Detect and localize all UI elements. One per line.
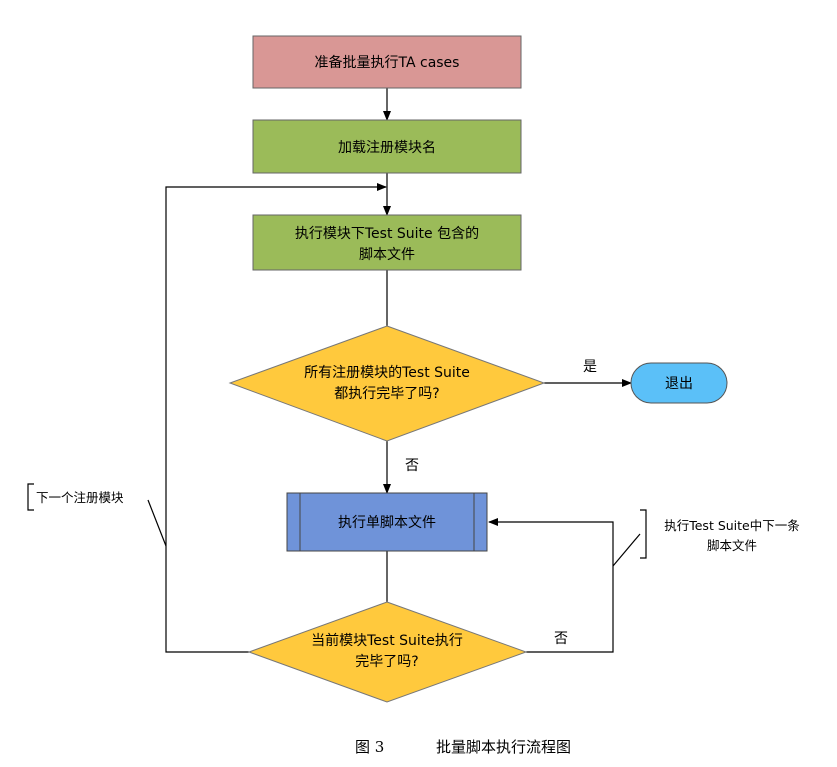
edge-loop-next-script bbox=[488, 518, 614, 653]
annotation-next-module: 下一个注册模块 bbox=[36, 490, 124, 505]
node-exit-label: 退出 bbox=[665, 376, 693, 392]
node-cur-done-label-1: 当前模块Test Suite执行 bbox=[311, 632, 463, 649]
node-exit bbox=[630, 362, 728, 404]
node-start bbox=[252, 35, 522, 89]
node-exec-suite-label-2: 脚本文件 bbox=[359, 247, 415, 263]
node-all-done-label-1: 所有注册模块的Test Suite bbox=[304, 365, 470, 381]
annotation-next-module-bracket bbox=[27, 483, 34, 511]
node-load-label: 加载注册模块名 bbox=[338, 140, 436, 156]
edge-loop-next-module bbox=[165, 183, 387, 653]
annotation-next-script-leader bbox=[612, 533, 641, 567]
edge-label-yes: 是 bbox=[583, 359, 597, 375]
node-exec-suite bbox=[252, 214, 522, 271]
annotation-next-script-2: 脚本文件 bbox=[707, 538, 757, 553]
node-cur-done-label-2: 完毕了吗? bbox=[355, 654, 418, 670]
figure-title: 批量脚本执行流程图 bbox=[436, 738, 571, 756]
annotation-next-module-leader bbox=[147, 499, 167, 547]
node-all-done-label-2: 都执行完毕了吗? bbox=[334, 386, 439, 402]
annotation-next-script-bracket bbox=[640, 509, 647, 559]
node-cur-done bbox=[247, 601, 528, 703]
annotation-next-script-1: 执行Test Suite中下一条 bbox=[664, 518, 800, 533]
figure-number: 图 3 bbox=[355, 738, 384, 756]
node-load bbox=[252, 119, 522, 174]
node-exec-suite-label-1: 执行模块下Test Suite 包含的 bbox=[295, 226, 479, 242]
edge-label-no-1: 否 bbox=[405, 458, 419, 474]
node-exec-single-label: 执行单脚本文件 bbox=[338, 515, 436, 531]
node-all-done bbox=[228, 325, 546, 442]
edge-label-no-2: 否 bbox=[554, 631, 568, 647]
node-exec-single bbox=[286, 492, 488, 552]
node-start-label: 准备批量执行TA cases bbox=[315, 54, 460, 71]
